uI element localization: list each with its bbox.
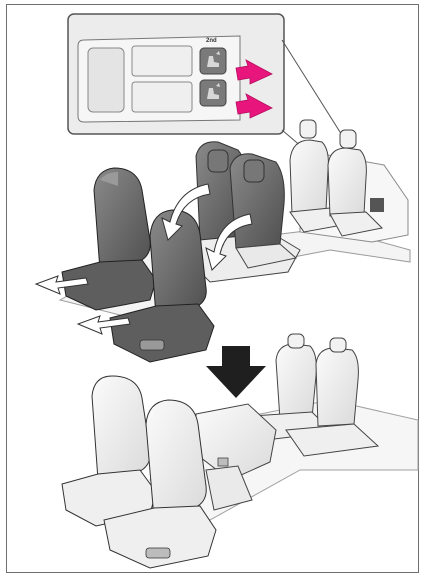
second-row-label: 2nd xyxy=(206,38,217,44)
front-seat xyxy=(62,376,156,526)
switch-location-marker xyxy=(370,198,384,212)
upper-scene xyxy=(36,120,410,362)
seat-fold-switch-icon xyxy=(200,48,226,74)
down-arrow-icon xyxy=(206,346,266,398)
second-row-seat xyxy=(230,154,296,268)
seat-fold-switch-icon xyxy=(200,80,226,106)
front-seat xyxy=(62,168,156,310)
